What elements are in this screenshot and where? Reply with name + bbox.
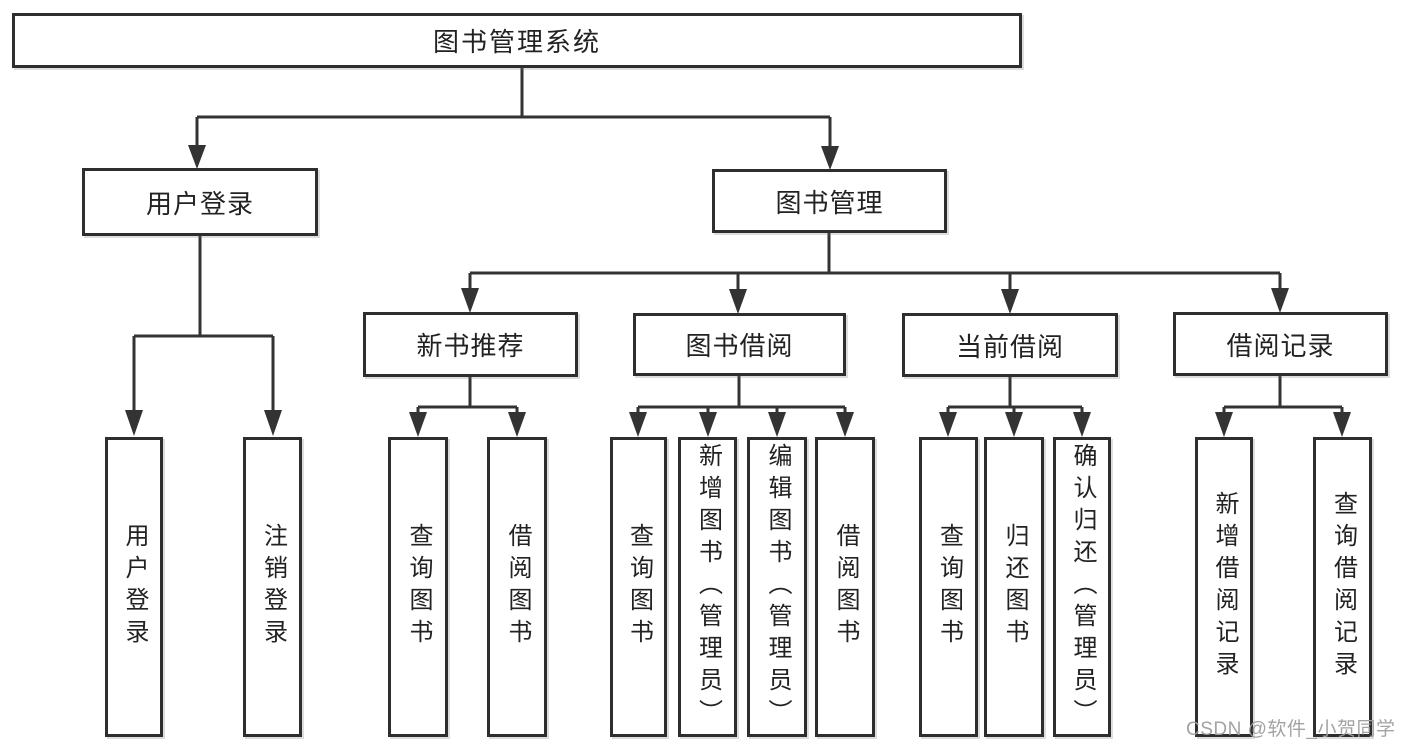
leaf-br-add-record: 新增借阅记录 [1195, 437, 1253, 737]
leaf-cb-return-book: 归还图书 [984, 437, 1044, 737]
leaf-cb-query-book-label: 查询图书 [935, 523, 963, 651]
leaf-logout: 注销登录 [243, 437, 302, 737]
node-new-book-rec: 新书推荐 [363, 312, 578, 377]
leaf-bb-borrow-book-label: 借阅图书 [832, 523, 859, 651]
connector-book-borrow [636, 376, 847, 413]
node-current-borrow-label: 当前借阅 [955, 331, 1064, 362]
leaf-bb-edit-book-label: 编辑图书（管理员） [764, 443, 791, 731]
connector-borrow-records [1222, 376, 1344, 413]
leaf-bb-add-book-label: 新增图书（管理员） [694, 443, 722, 731]
node-root-label: 图书管理系统 [432, 27, 601, 57]
leaf-bb-query-book: 查询图书 [610, 437, 667, 737]
leaf-rec-query-book-label: 查询图书 [405, 523, 432, 651]
node-borrow-records: 借阅记录 [1173, 312, 1388, 376]
leaf-cb-query-book: 查询图书 [919, 437, 978, 737]
leaf-cb-confirm-return-label: 确认归还（管理员） [1069, 443, 1096, 731]
arrowheads-book-mgmt [461, 288, 1289, 314]
arrowheads-user-login [125, 410, 282, 436]
leaf-cb-return-book-label: 归还图书 [1001, 523, 1028, 651]
leaf-rec-borrow-book: 借阅图书 [487, 437, 547, 737]
arrowheads-book-borrow [629, 412, 854, 437]
node-root: 图书管理系统 [12, 13, 1022, 68]
leaf-br-query-record: 查询借阅记录 [1313, 437, 1372, 737]
node-user-login: 用户登录 [82, 168, 318, 236]
node-current-borrow: 当前借阅 [902, 313, 1118, 377]
arrowheads-current-borrow [939, 412, 1091, 437]
arrowheads-new-book-rec [409, 412, 526, 437]
leaf-rec-query-book: 查询图书 [388, 437, 448, 737]
leaf-logout-label: 注销登录 [259, 523, 287, 651]
node-new-book-rec-label: 新书推荐 [416, 331, 525, 361]
connector-new-book-rec [416, 377, 519, 414]
leaf-br-add-record-label: 新增借阅记录 [1211, 491, 1238, 683]
leaf-br-query-record-label: 查询借阅记录 [1329, 491, 1357, 683]
leaf-bb-query-book-label: 查询图书 [625, 523, 653, 651]
node-borrow-records-label: 借阅记录 [1226, 330, 1335, 361]
arrowheads-root [188, 145, 839, 170]
connector-root [195, 68, 832, 148]
leaf-cb-confirm-return: 确认归还（管理员） [1053, 437, 1111, 737]
leaf-bb-edit-book: 编辑图书（管理员） [747, 437, 807, 737]
leaf-bb-add-book: 新增图书（管理员） [678, 437, 737, 737]
node-book-borrow: 图书借阅 [633, 313, 846, 376]
node-user-login-label: 用户登录 [145, 188, 254, 219]
leaf-bb-borrow-book: 借阅图书 [815, 437, 875, 737]
leaf-rec-borrow-book-label: 借阅图书 [504, 523, 531, 651]
connector-current-borrow [946, 377, 1084, 413]
node-book-borrow-label: 图书借阅 [685, 331, 794, 361]
leaf-user-login: 用户登录 [105, 437, 163, 737]
leaf-user-login-label: 用户登录 [121, 523, 148, 651]
node-book-mgmt-label: 图书管理 [775, 187, 884, 218]
connector-user-login [132, 236, 275, 412]
arrowheads-borrow-records [1215, 412, 1351, 437]
node-book-mgmt: 图书管理 [712, 169, 947, 233]
watermark: CSDN @软件_小贺同学 [1186, 719, 1396, 740]
connector-book-mgmt [468, 233, 1282, 291]
